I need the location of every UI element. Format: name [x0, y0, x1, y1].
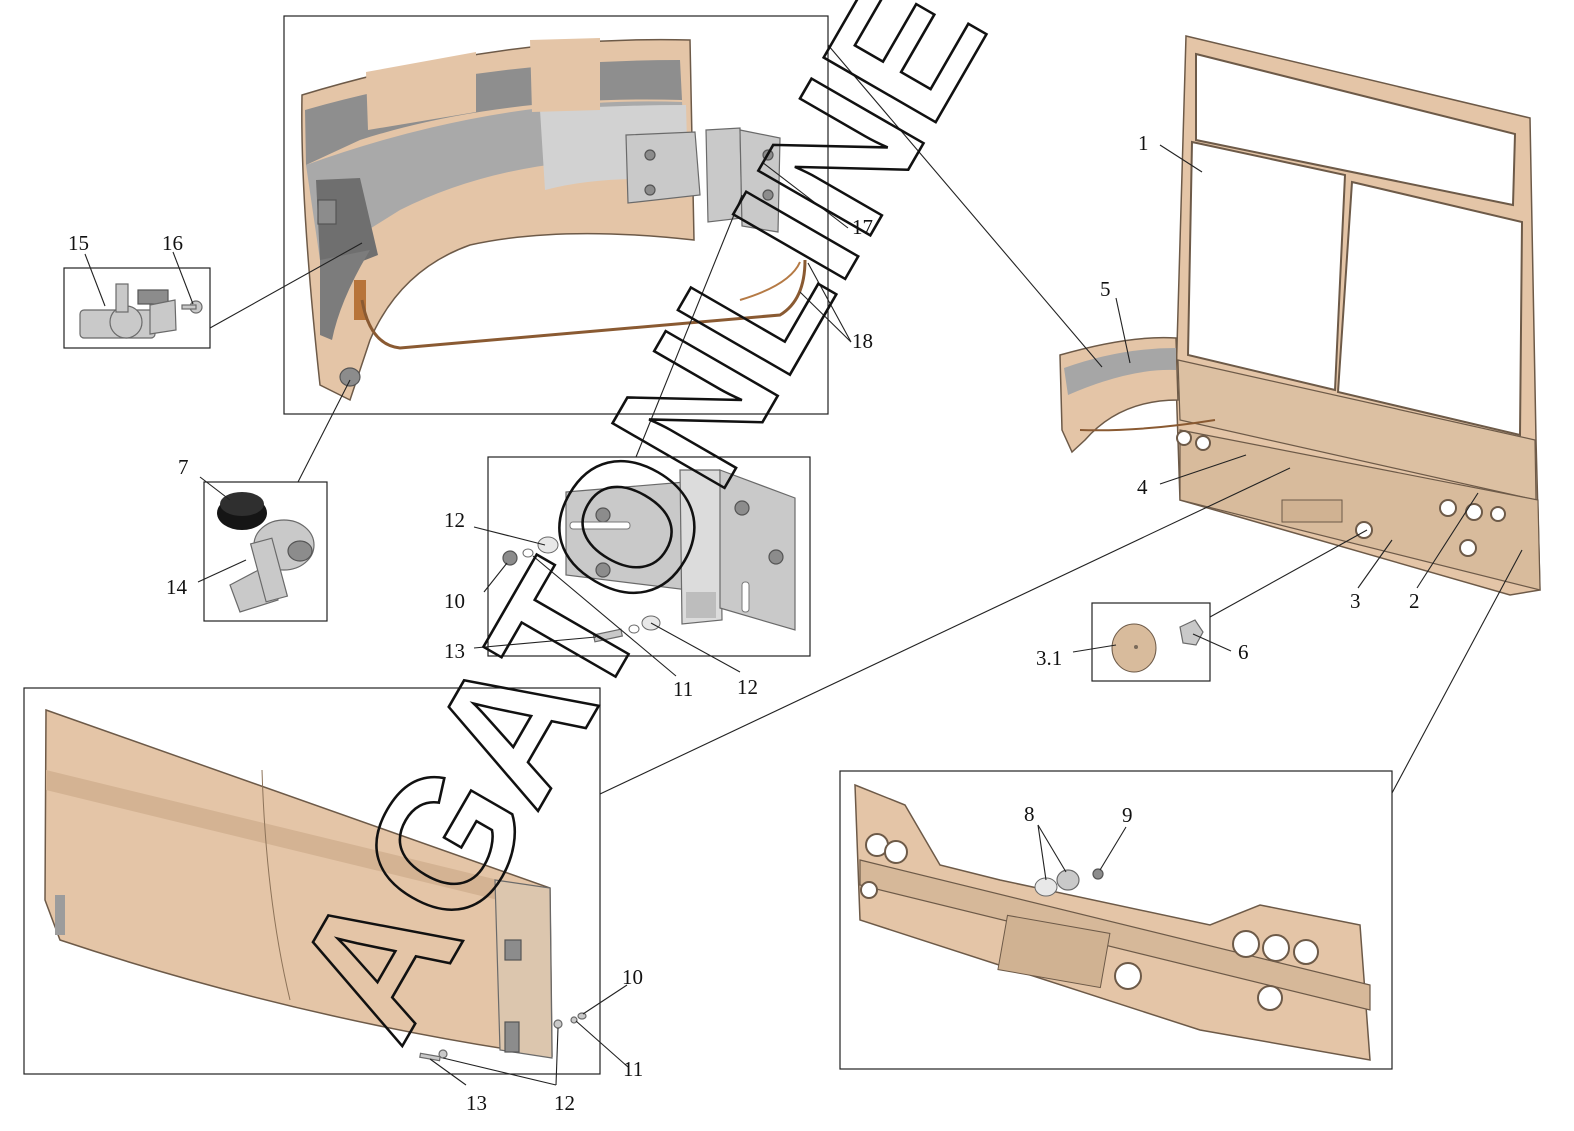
- ground-strap: [360, 259, 807, 350]
- bumper-detail: [854, 783, 1371, 1061]
- callout-15: 15: [68, 231, 89, 255]
- detail-frame-latch: [63, 267, 211, 349]
- callout-2: 2: [1409, 589, 1420, 613]
- connector-arch-to-front: [827, 44, 1103, 368]
- side-panel: [44, 708, 587, 1062]
- callout-17: 17: [852, 215, 873, 239]
- callout-14: 14: [166, 575, 188, 599]
- small-wheel-arch: [1059, 336, 1216, 454]
- detail-frame-wheel-arch: [283, 15, 829, 415]
- callout-4: 4: [1137, 475, 1148, 499]
- hinge-plate: [625, 127, 781, 233]
- connector-latch: [209, 242, 363, 329]
- callout-1: 1: [1138, 131, 1149, 155]
- callout-8: 8: [1024, 802, 1035, 826]
- detail-frame-hinge: [487, 456, 811, 657]
- latch-assembly: [79, 283, 203, 339]
- callout-18: 18: [852, 329, 873, 353]
- connector-hinge: [635, 194, 743, 458]
- detail-frame-side-panel: [23, 687, 601, 1075]
- callout-16: 16: [162, 231, 183, 255]
- hinge-detail: [502, 469, 796, 643]
- callout-3-1: 3.1: [1036, 646, 1062, 670]
- detail-frame-lock: [203, 481, 328, 622]
- connector-side-panel: [599, 467, 1291, 795]
- callout-3: 3: [1350, 589, 1361, 613]
- callout-11-hinge: 11: [673, 677, 693, 701]
- callout-6: 6: [1238, 640, 1249, 664]
- connector-lock: [297, 379, 351, 483]
- connector-bumper: [1391, 549, 1523, 794]
- front-assembly: [1175, 35, 1541, 596]
- callout-13-hinge: 13: [444, 639, 465, 663]
- connector-cap: [1209, 529, 1368, 618]
- callout-12-hinge-bottom: 12: [737, 675, 758, 699]
- callout-10-hinge: 10: [444, 589, 465, 613]
- callout-5: 5: [1100, 277, 1111, 301]
- lock-assembly: [217, 492, 315, 613]
- leader-lines: [84, 144, 1479, 1086]
- callout-12-panel: 12: [554, 1091, 575, 1115]
- cap-and-nut: [1111, 619, 1204, 673]
- callout-7: 7: [178, 455, 189, 479]
- callout-11-panel: 11: [623, 1057, 643, 1081]
- detail-frame-bumper: [839, 770, 1393, 1070]
- callout-12-hinge-top: 12: [444, 508, 465, 532]
- callout-13-panel: 13: [466, 1091, 487, 1115]
- callout-10-panel: 10: [622, 965, 643, 989]
- callout-9: 9: [1122, 803, 1133, 827]
